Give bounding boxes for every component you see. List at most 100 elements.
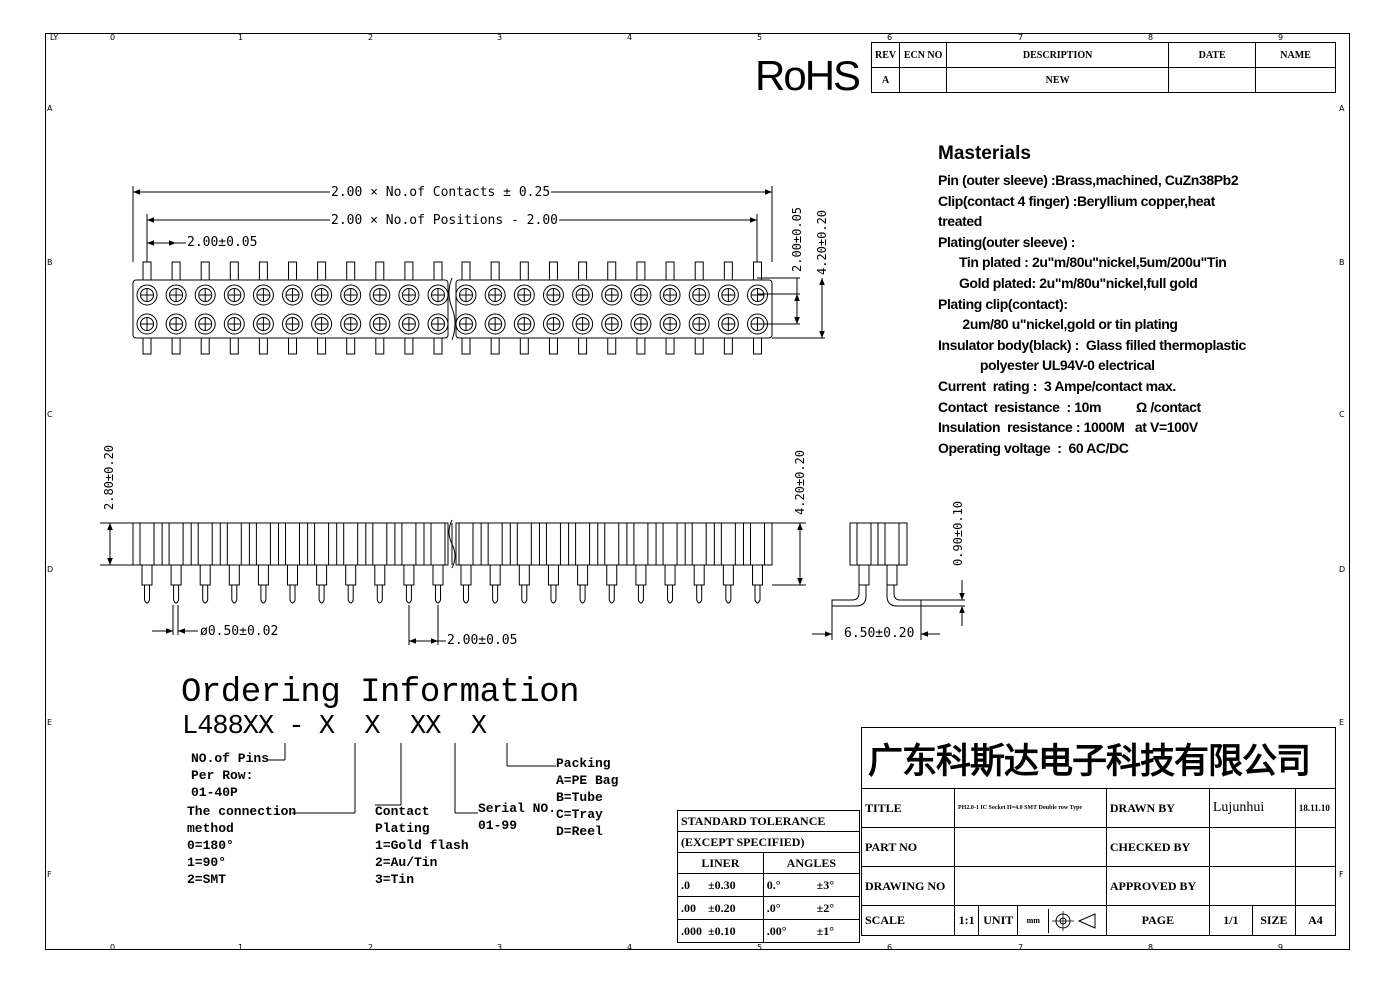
side-pin-shoulder bbox=[257, 564, 269, 586]
grid-row-right: D bbox=[1339, 565, 1346, 574]
pin-tail-top bbox=[636, 261, 646, 281]
side-pin-tip bbox=[318, 585, 325, 604]
checked-value bbox=[1208, 827, 1296, 867]
plating-line: 3=Tin bbox=[375, 872, 415, 887]
pin-tail-bottom bbox=[258, 337, 268, 355]
tol-cell: .000 bbox=[677, 919, 705, 943]
pin-tail-bottom bbox=[288, 337, 297, 355]
pins-line: 01-40P bbox=[191, 785, 238, 800]
side-pin-body bbox=[720, 522, 736, 566]
socket-outer bbox=[165, 284, 187, 306]
socket-outer bbox=[369, 284, 391, 306]
tol-cell: .0° bbox=[762, 896, 814, 920]
side-pin-shoulder bbox=[577, 564, 589, 586]
side-pin-body bbox=[226, 522, 242, 566]
pin-tail-top bbox=[607, 261, 617, 281]
ordering-code: L488XX - X X XX X bbox=[182, 712, 487, 742]
tol-cell: 0.° bbox=[762, 873, 814, 897]
grid-col-bottom: 0 bbox=[110, 943, 116, 952]
drawing-label: DRAWING NO bbox=[861, 866, 955, 906]
side-pin-body bbox=[633, 522, 649, 566]
side-pin-shoulder bbox=[170, 564, 182, 586]
pin-tail-bottom bbox=[375, 337, 385, 355]
socket-inner bbox=[721, 288, 736, 302]
side-pin-body bbox=[430, 522, 446, 566]
grid-col-bottom: 6 bbox=[887, 943, 893, 952]
materials-line: Current rating : 3 Ampe/contact max. bbox=[938, 378, 1176, 394]
socket-inner bbox=[169, 288, 184, 302]
socket-outer bbox=[630, 313, 652, 335]
pin-tail-bottom bbox=[461, 337, 471, 355]
side-pin-shoulder bbox=[345, 564, 357, 586]
tol-cell: ±1° bbox=[813, 919, 860, 943]
side-pin-shoulder bbox=[287, 564, 298, 586]
side-pin-shoulder bbox=[606, 564, 618, 586]
connection-line: 2=SMT bbox=[187, 872, 227, 887]
drawing-frame bbox=[45, 33, 1350, 950]
plating-line: Contact bbox=[375, 804, 430, 819]
title-value: PH2.0-1 IC Socket H=4.0 SMT Double row T… bbox=[954, 788, 1107, 828]
end-pin-shoulder bbox=[858, 564, 870, 586]
socket-outer bbox=[194, 313, 216, 335]
checked-date bbox=[1294, 827, 1337, 867]
page-label: PAGE bbox=[1105, 905, 1210, 936]
side-pin-shoulder bbox=[228, 564, 240, 586]
pin-tail-top bbox=[142, 261, 152, 281]
socket-inner bbox=[227, 288, 242, 302]
side-pin-shoulder bbox=[316, 564, 328, 586]
side-pin-body bbox=[401, 522, 417, 566]
pin-tail-top bbox=[433, 261, 443, 281]
side-height-dim: 4.20±0.20 bbox=[793, 449, 807, 515]
revision-table: REV ECN NO DESCRIPTION DATE NAME A NEW bbox=[870, 42, 1336, 93]
socket-outer bbox=[282, 284, 303, 306]
tolerance-header: STANDARD TOLERANCE bbox=[677, 810, 860, 832]
packing-line: D=Reel bbox=[556, 824, 603, 839]
plating-line: 1=Gold flash bbox=[375, 838, 469, 853]
socket-outer bbox=[136, 284, 158, 306]
grid-col-top: 0 bbox=[110, 33, 116, 42]
socket-inner bbox=[604, 288, 619, 302]
unit-cell: mm bbox=[1017, 905, 1107, 936]
socket-inner bbox=[517, 288, 532, 302]
side-pin-shoulder bbox=[489, 564, 501, 586]
grid-col-bottom: 9 bbox=[1278, 943, 1284, 952]
grid-col-bottom: 4 bbox=[627, 943, 633, 952]
socket-outer bbox=[717, 284, 739, 306]
socket-inner bbox=[431, 288, 445, 302]
positions-length-dim: 2.00 × No.of Positions - 2.00 bbox=[330, 213, 559, 228]
socket-outer bbox=[427, 313, 449, 335]
socket-inner bbox=[604, 317, 619, 331]
socket-inner bbox=[488, 317, 503, 331]
side-pin-tip bbox=[173, 585, 180, 604]
pin-tail-bottom bbox=[753, 337, 762, 355]
side-pin-shoulder bbox=[693, 564, 705, 586]
socket-inner bbox=[169, 317, 184, 331]
grid-row-right: E bbox=[1339, 718, 1345, 727]
socket-inner bbox=[372, 288, 387, 302]
smt-lead-left bbox=[831, 585, 867, 607]
socket-outer bbox=[572, 284, 594, 306]
socket-inner bbox=[285, 288, 300, 302]
socket-outer bbox=[340, 313, 362, 335]
side-pin-body bbox=[750, 522, 765, 566]
side-pin-shoulder bbox=[403, 564, 415, 586]
socket-outer bbox=[194, 284, 216, 306]
grid-col-top: 8 bbox=[1148, 33, 1154, 42]
pin-tail-bottom bbox=[346, 337, 356, 355]
checked-label: CHECKED BY bbox=[1105, 827, 1210, 867]
pin-tail-top bbox=[753, 261, 762, 281]
pin-tail-bottom bbox=[404, 337, 414, 355]
socket-outer bbox=[252, 313, 274, 335]
socket-outer bbox=[688, 313, 710, 335]
socket-inner bbox=[633, 288, 648, 302]
socket-inner bbox=[546, 317, 561, 331]
socket-inner bbox=[459, 288, 473, 302]
tol-cell: ±0.10 bbox=[705, 919, 764, 943]
side-pin-body bbox=[516, 522, 532, 566]
socket-outer bbox=[688, 284, 710, 306]
socket-inner bbox=[198, 317, 213, 331]
packing-line: B=Tube bbox=[556, 790, 603, 805]
side-pin-tip bbox=[260, 585, 267, 604]
